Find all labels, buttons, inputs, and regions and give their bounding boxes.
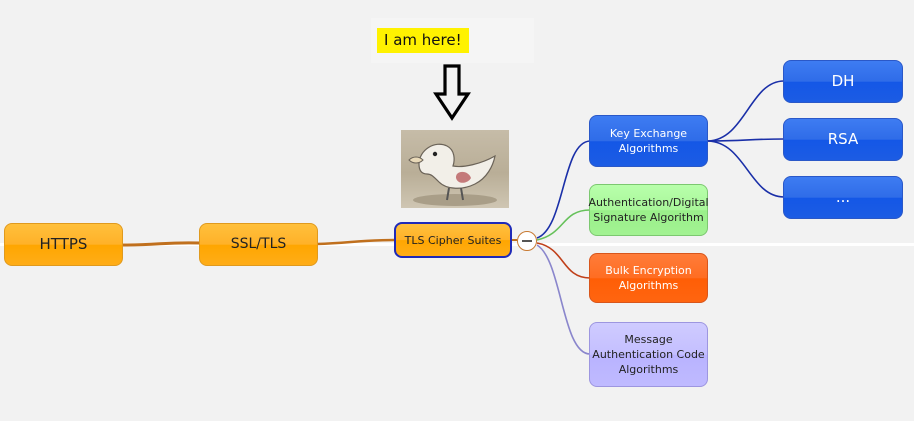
node-authentication[interactable]: Authentication/Digital Signature Algorit… — [588, 184, 709, 236]
link-dh — [707, 80, 785, 142]
node-key-exchange[interactable]: Key Exchange Algorithms — [589, 115, 708, 167]
node-rsa[interactable]: RSA — [783, 118, 903, 161]
duck-cartoon-image[interactable] — [401, 130, 509, 208]
node-key-exchange-label: Key Exchange Algorithms — [609, 127, 688, 155]
link-rsa — [707, 138, 785, 142]
node-https-label: HTTPS — [39, 235, 88, 253]
node-bulk-encryption[interactable]: Bulk Encryption Algorithms — [589, 253, 708, 303]
node-ssl-tls[interactable]: SSL/TLS — [199, 223, 318, 266]
node-dh[interactable]: DH — [783, 60, 903, 103]
node-tls-cipher-suites[interactable]: TLS Cipher Suites — [394, 222, 512, 258]
link-more — [707, 140, 785, 198]
callout-note[interactable]: I am here! — [371, 18, 534, 63]
node-dh-label: DH — [831, 72, 855, 90]
link-authentication — [536, 209, 591, 241]
node-mac-label: Message Authentication Code Algorithms — [592, 333, 705, 376]
link-bulk-encryption — [536, 242, 591, 279]
node-authentication-label: Authentication/Digital Signature Algorit… — [588, 196, 709, 224]
callout-text: I am here! — [377, 28, 469, 53]
node-mac[interactable]: Message Authentication Code Algorithms — [589, 322, 708, 387]
link-key-exchange — [536, 140, 591, 239]
node-rsa-label: RSA — [827, 130, 859, 148]
node-https[interactable]: HTTPS — [4, 223, 123, 266]
node-more-label: ... — [835, 188, 851, 206]
node-more[interactable]: ... — [783, 176, 903, 219]
node-tls-cipher-suites-label: TLS Cipher Suites — [404, 233, 502, 247]
collapse-minus-icon[interactable] — [517, 231, 537, 251]
link-mac — [536, 244, 591, 355]
node-bulk-encryption-label: Bulk Encryption Algorithms — [605, 264, 692, 292]
node-ssl-tls-label: SSL/TLS — [230, 236, 287, 252]
down-arrow-icon — [433, 64, 471, 121]
link-ssl-tls — [316, 238, 396, 246]
link-https-ssl — [121, 241, 201, 247]
